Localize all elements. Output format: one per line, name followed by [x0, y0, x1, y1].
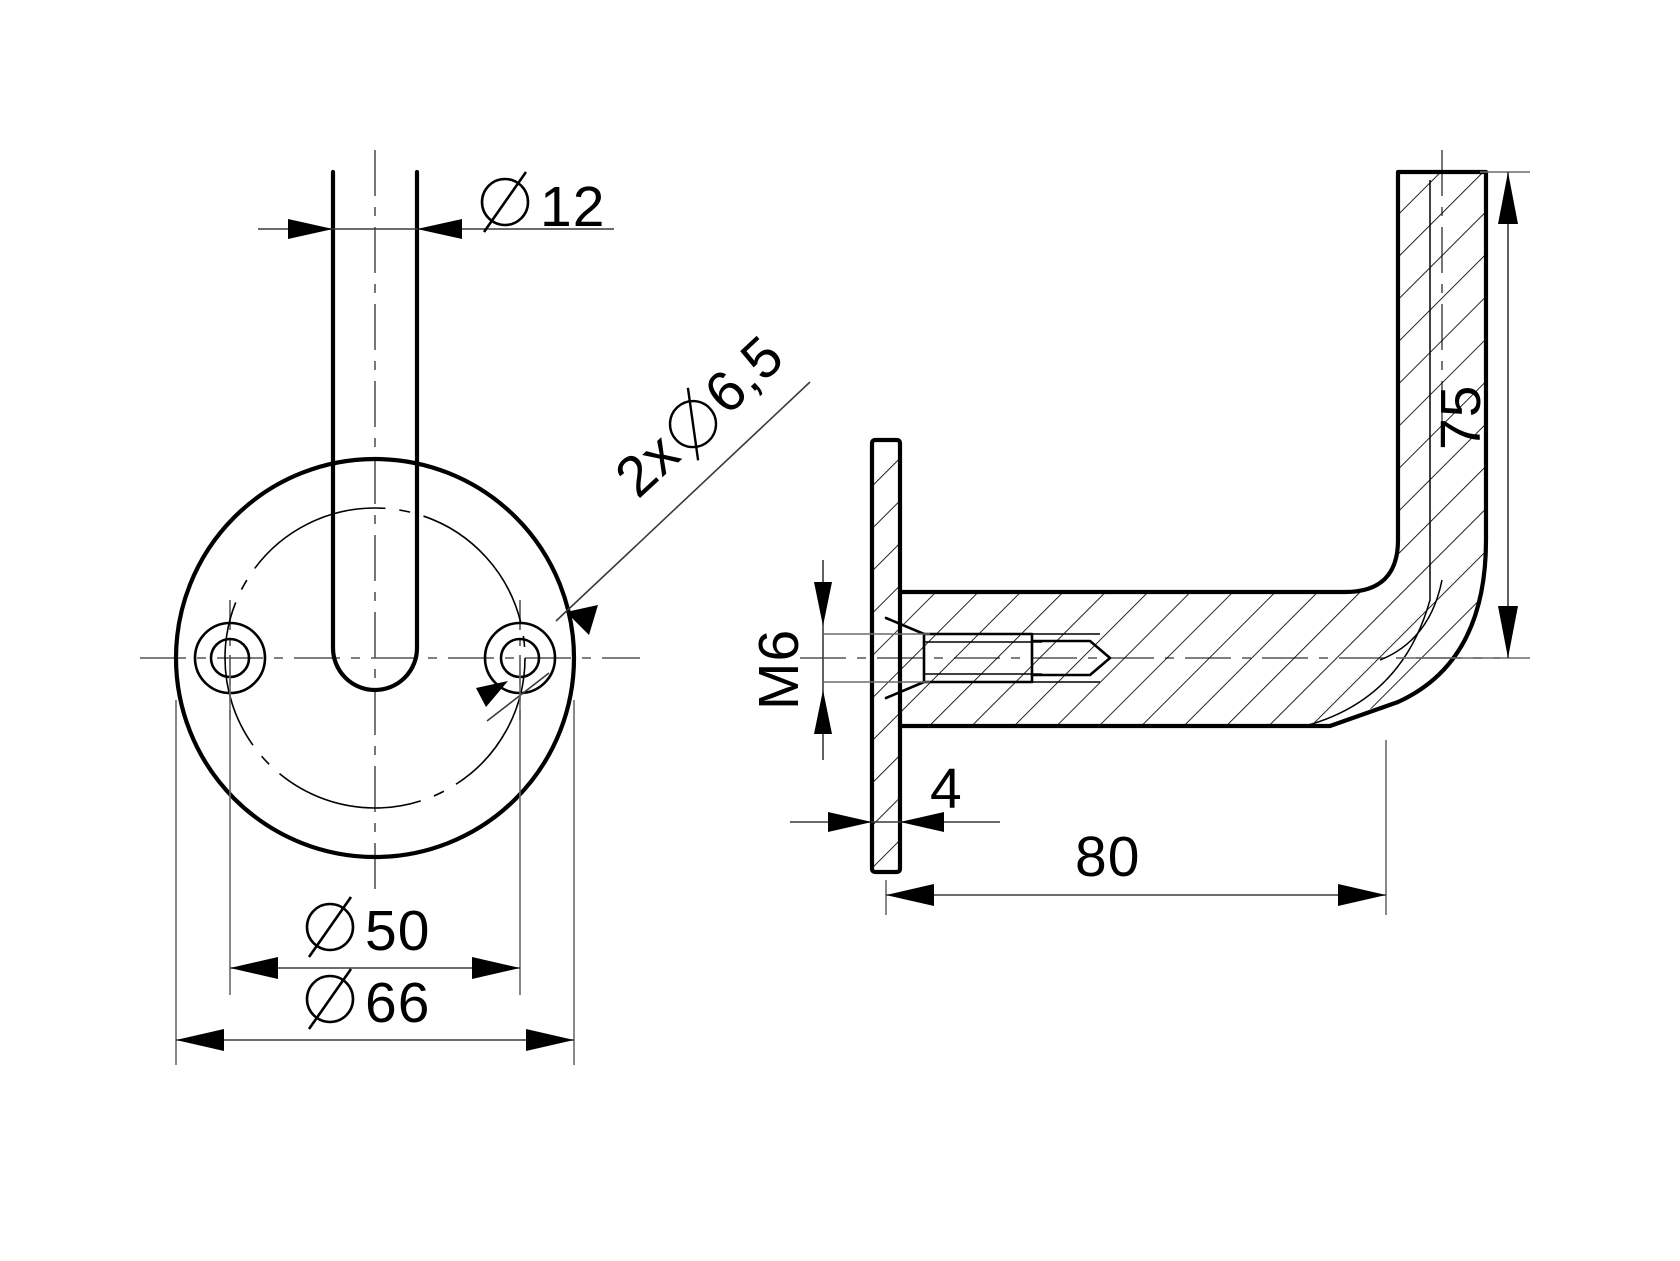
m6-arrow-bottom	[814, 690, 832, 734]
hole-callout-group: 2x 6,5	[603, 323, 796, 509]
dia50-arrow-right	[472, 957, 520, 979]
dimension-plate-thickness: 4	[790, 757, 1000, 832]
eighty-arrow-left	[886, 884, 934, 906]
dia50-value: 50	[365, 899, 430, 963]
hole-leader-line-upper	[555, 381, 811, 622]
bracket-inner-blend-line	[1304, 180, 1431, 727]
eighty-value: 80	[1075, 825, 1140, 889]
hole-leader-arrow-upper	[566, 605, 598, 635]
bracket-inner-blend-line-2	[1379, 579, 1443, 661]
dia50-arrow-left	[230, 957, 278, 979]
screw-tip	[1030, 639, 1112, 677]
countersunk-screw-detail	[884, 616, 1112, 700]
hole-diameter-symbol	[668, 387, 718, 461]
dia12-arrow-left	[288, 219, 333, 239]
dimension-projection-length: 80	[885, 740, 1387, 915]
dia50-diameter-symbol	[305, 896, 355, 958]
dia66-arrow-right	[526, 1029, 574, 1051]
dia12-value: 12	[540, 175, 605, 239]
dia66-arrow-left	[176, 1029, 224, 1051]
plate-outer-circle	[173, 456, 577, 860]
bracket-body-outline	[897, 169, 1489, 729]
seventyfive-arrow-bottom	[1498, 606, 1518, 658]
front-view	[140, 150, 640, 895]
bolt-circle	[224, 507, 526, 809]
hole-diameter-value: 6,5	[692, 323, 796, 426]
dia12-diameter-symbol	[480, 171, 530, 233]
dimension-thread-m6: M6	[747, 560, 930, 760]
thickness-value: 4	[930, 757, 963, 821]
dia12-arrow-right	[417, 219, 462, 239]
hole-leader-line-lower	[486, 672, 550, 722]
m6-value: M6	[747, 629, 811, 710]
dia66-diameter-symbol	[305, 968, 355, 1030]
dimension-shaft-diameter: 12	[258, 171, 614, 239]
thickness-arrow-right	[900, 812, 944, 832]
hole-leader-arrow-lower	[476, 681, 508, 707]
hole-count-value: 2x	[603, 420, 692, 509]
eighty-arrow-right	[1338, 884, 1386, 906]
thickness-arrow-left	[828, 812, 872, 832]
shaft-profile	[330, 169, 420, 693]
dimension-arm-height: 75	[1400, 171, 1530, 659]
seventyfive-value: 75	[1429, 385, 1493, 450]
m6-arrow-top	[814, 582, 832, 626]
seventyfive-arrow-top	[1498, 172, 1518, 224]
section-view	[800, 150, 1500, 875]
dimension-plate-diameter: 66	[175, 700, 575, 1065]
screw-shank	[922, 632, 1034, 684]
bracket-body-hatch	[900, 172, 1486, 725]
dimension-bolt-circle: 50	[229, 668, 521, 995]
dia66-value: 66	[365, 971, 430, 1035]
screw-head-cone	[884, 616, 926, 700]
wall-plate-hatch	[872, 440, 900, 872]
